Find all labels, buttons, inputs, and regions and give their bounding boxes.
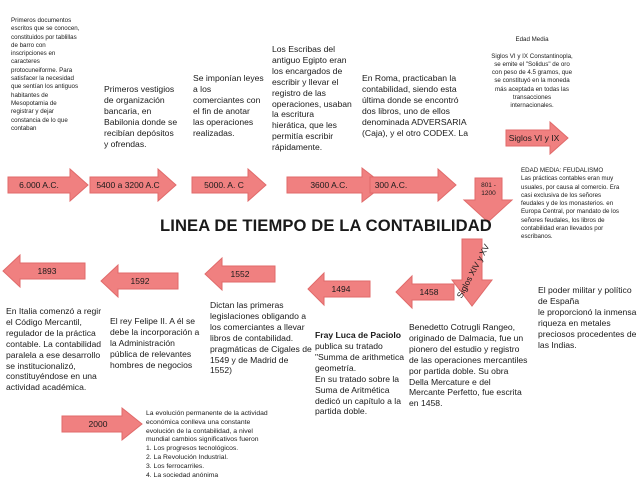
text-1552: Dictan las primeras legislaciones obliga…	[210, 300, 312, 376]
arrow-5400ac	[89, 167, 177, 203]
label-300ac: 300 A.C.	[374, 180, 408, 190]
label-1893: 1893	[37, 266, 57, 276]
text-siglos-vi-ix: Edad Media Siglos VI y IX Constantinopla…	[491, 36, 573, 110]
text-1458: Benedetto Cotrugli Rangeo, originado de …	[409, 322, 528, 409]
label-801-1200: 801 - 1200	[481, 182, 496, 197]
text-300ac: En Roma, practicaban la contabilidad, si…	[362, 73, 469, 138]
arrow-siglos-xiv-xv	[450, 238, 494, 307]
label-1592: 1592	[130, 276, 150, 286]
text-6000ac: Primeros documentos escritos que se cono…	[11, 17, 80, 132]
arrow-siglos-vi-ix	[505, 120, 569, 156]
arrow-2000	[61, 406, 143, 442]
label-1458: 1458	[419, 287, 439, 297]
label-1494: 1494	[331, 284, 351, 294]
text-801-1200: EDAD MEDIA: FEUDALISMO Las prácticas con…	[521, 167, 620, 241]
text-1494-author: Fray Luca de Paciolo	[315, 330, 401, 340]
text-1592: El rey Felipe II. A él se debe la incorp…	[110, 316, 200, 370]
arrow-1592	[100, 263, 179, 299]
arrow-1552	[204, 256, 276, 292]
text-1494: publica su tratado "Summa de arithmetica…	[315, 341, 405, 417]
arrow-1893	[2, 253, 86, 289]
arrow-300ac	[369, 167, 457, 203]
text-siglos-xiv-xv: El poder militar y político de España le…	[538, 285, 637, 350]
label-2000: 2000	[88, 419, 108, 429]
arrow-6000ac	[7, 167, 89, 203]
text-3600ac: Los Escribas del antiguo Egipto eran los…	[272, 44, 352, 153]
text-2000: La evolución permanente de la actividad …	[146, 410, 268, 479]
label-5400ac: 5400 a 3200 A.C	[96, 180, 160, 190]
arrow-801-1200	[462, 177, 514, 223]
text-5400ac: Primeros vestigios de organización banca…	[104, 84, 178, 149]
text-1893: En Italia comenzó a regir el Código Merc…	[6, 306, 102, 393]
text-5000ac: Se imponían leyes a los comerciantes con…	[193, 73, 264, 138]
label-siglos-vi-ix: Siglos VI y IX	[508, 133, 560, 143]
arrow-1458	[395, 274, 455, 310]
page-title: LINEA DE TIEMPO DE LA CONTABILIDAD	[160, 216, 492, 235]
label-6000ac: 6.000 A.C.	[19, 180, 59, 190]
label-5000ac: 5000. A. C	[204, 180, 244, 190]
label-3600ac: 3600 A.C.	[310, 180, 348, 190]
arrow-5000ac	[191, 167, 267, 203]
arrow-1494	[307, 271, 371, 307]
label-1552: 1552	[230, 269, 250, 279]
